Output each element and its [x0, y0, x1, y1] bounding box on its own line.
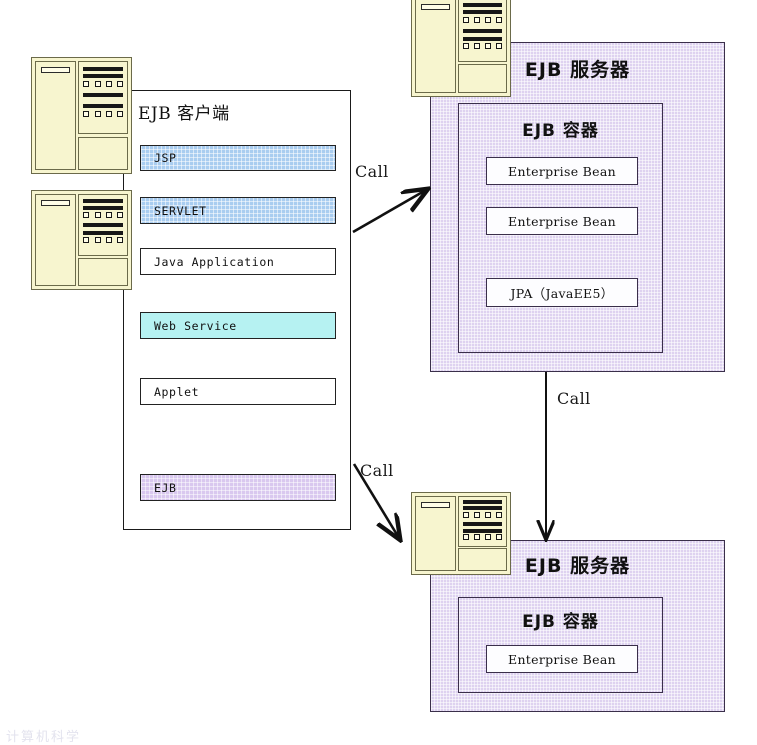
arrow-client-to-top-server — [352, 190, 426, 234]
call-label-top: Call — [355, 162, 389, 181]
server-tower-icon — [31, 190, 132, 290]
call-label-vertical: Call — [557, 389, 591, 408]
server-tower-icon — [411, 492, 511, 575]
ejb-server-bottom-title: EJB 服务器 — [524, 555, 631, 577]
enterprise-bean-item[interactable]: Enterprise Bean — [486, 207, 638, 235]
ejb-client-panel: EJB 客户端 JSP SERVLET Java Application Web… — [123, 90, 351, 530]
ejb-container-top-panel: EJB 容器 Enterprise Bean Enterprise Bean J… — [458, 103, 663, 353]
server-tower-icon — [31, 57, 132, 174]
enterprise-bean-item[interactable]: Enterprise Bean — [486, 645, 638, 673]
client-item-web-service[interactable]: Web Service — [140, 312, 336, 339]
ejb-server-top-title: EJB 服务器 — [524, 59, 631, 81]
client-item-servlet[interactable]: SERVLET — [140, 197, 336, 224]
client-item-ejb[interactable]: EJB — [140, 474, 336, 501]
watermark: 计算机科学 — [6, 730, 82, 745]
jpa-item[interactable]: JPA（JavaEE5） — [486, 278, 638, 307]
ejb-container-bottom-title: EJB 容器 — [522, 612, 599, 632]
client-item-java-application[interactable]: Java Application — [140, 248, 336, 275]
enterprise-bean-item[interactable]: Enterprise Bean — [486, 157, 638, 185]
ejb-container-bottom-panel: EJB 容器 Enterprise Bean — [458, 597, 663, 693]
call-label-bottom: Call — [360, 461, 394, 480]
ejb-container-top-title: EJB 容器 — [522, 121, 599, 141]
ejb-client-title: EJB 客户端 — [138, 104, 230, 124]
client-item-jsp[interactable]: JSP — [140, 145, 336, 171]
server-tower-icon — [411, 0, 511, 97]
ejb-server-top-panel: EJB 服务器 EJB 容器 Enterprise Bean Enterpris… — [430, 42, 725, 372]
client-item-applet[interactable]: Applet — [140, 378, 336, 405]
